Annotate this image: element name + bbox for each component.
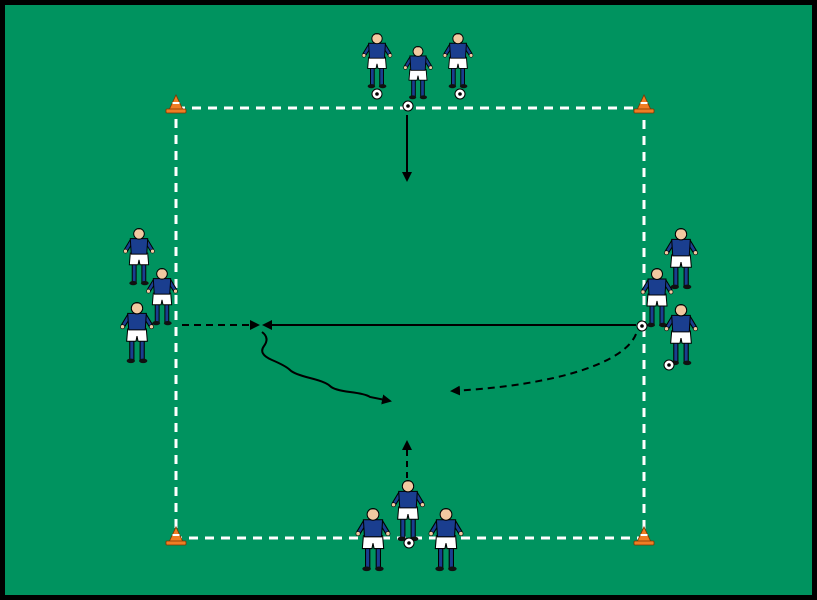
ball-bottom-1 — [403, 537, 415, 549]
movement-dribble-left-center-to-center — [261, 331, 392, 405]
player-top-1 — [361, 33, 393, 89]
player-bottom-3 — [428, 508, 464, 572]
cones — [165, 94, 655, 546]
player-right-1 — [664, 228, 698, 290]
ball-top-2 — [402, 100, 414, 112]
balls — [371, 88, 675, 549]
player-left-3 — [120, 302, 154, 364]
player-left-2 — [146, 268, 178, 326]
player-left-1 — [123, 228, 155, 286]
cone-bottom-right — [633, 526, 655, 546]
cone-top-right — [633, 94, 655, 114]
ball-right-2 — [663, 359, 675, 371]
movement-arrows — [182, 115, 637, 478]
player-bottom-1 — [391, 480, 425, 542]
movement-run-right-to-center — [450, 333, 637, 396]
player-top-2 — [403, 46, 433, 100]
ball-top-3 — [454, 88, 466, 100]
player-right-2 — [640, 268, 674, 328]
cone-top-left — [165, 94, 187, 114]
player-top-3 — [442, 33, 474, 89]
players — [120, 33, 698, 572]
cone-bottom-left — [165, 526, 187, 546]
ball-top-1 — [371, 88, 383, 100]
ball-right-1 — [636, 320, 648, 332]
player-bottom-2 — [355, 508, 391, 572]
player-right-3 — [664, 304, 698, 366]
